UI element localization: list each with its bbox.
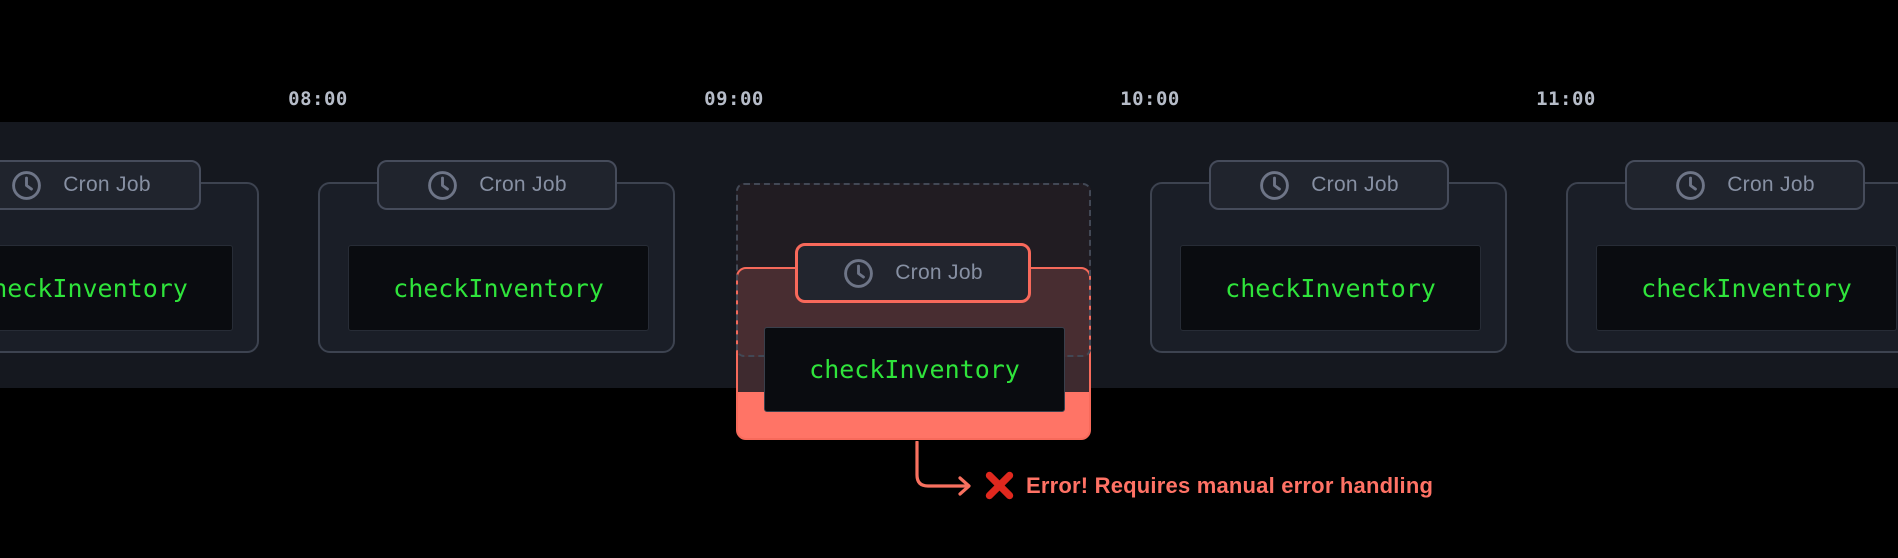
time-label-0900: 09:00 [704,88,764,110]
cron-card: checkInventory [0,182,259,353]
error-callout: Error! Requires manual error handling [984,470,1433,501]
clock-icon [12,170,42,200]
cron-job-badge: Cron Job [1624,160,1865,210]
function-name: checkInventory [1225,273,1436,303]
cron-job-badge: Cron Job [1208,160,1449,210]
function-name: checkInventory [809,355,1020,384]
cron-card: checkInventory [1566,182,1898,353]
cron-slot: checkInventory Cron Job [1566,160,1898,440]
error-callout-text: Error! Requires manual error handling [1026,472,1434,498]
cron-card: checkInventory [1150,182,1507,353]
code-block: checkInventory [1180,245,1481,331]
function-name: checkInventory [1641,273,1852,303]
clock-icon [428,170,458,200]
time-label-1100: 11:00 [1536,88,1596,110]
clock-icon [1676,170,1706,200]
code-block: checkInventory [348,245,649,331]
cron-job-badge-error: Cron Job [794,243,1031,303]
cron-slot-error: checkInventory Cron Job Error! Requires … [734,160,1433,500]
cron-job-badge: Cron Job [376,160,617,210]
cron-job-label: Cron Job [479,173,567,196]
time-label-1000: 10:00 [1120,88,1180,110]
code-block: checkInventory [0,245,233,331]
code-block: checkInventory [764,327,1065,412]
code-block: checkInventory [1596,245,1897,331]
cron-card: checkInventory [318,182,675,353]
error-connector-arrow [915,441,971,496]
cron-slot: checkInventory Cron Job [0,160,259,440]
cron-job-badge: Cron Job [0,160,201,210]
cron-slot: checkInventory Cron Job [1150,160,1507,440]
time-label-0800: 08:00 [288,88,348,110]
function-name: checkInventory [0,273,188,303]
cross-mark-icon [985,471,1014,500]
cron-job-label: Cron Job [1311,173,1399,196]
clock-icon [1260,170,1290,200]
clock-icon [844,258,874,288]
cron-job-label: Cron Job [63,173,151,196]
function-name: checkInventory [393,273,604,303]
cron-job-label: Cron Job [895,261,983,284]
cron-slot: checkInventory Cron Job [318,160,675,440]
cron-job-label: Cron Job [1727,173,1815,196]
